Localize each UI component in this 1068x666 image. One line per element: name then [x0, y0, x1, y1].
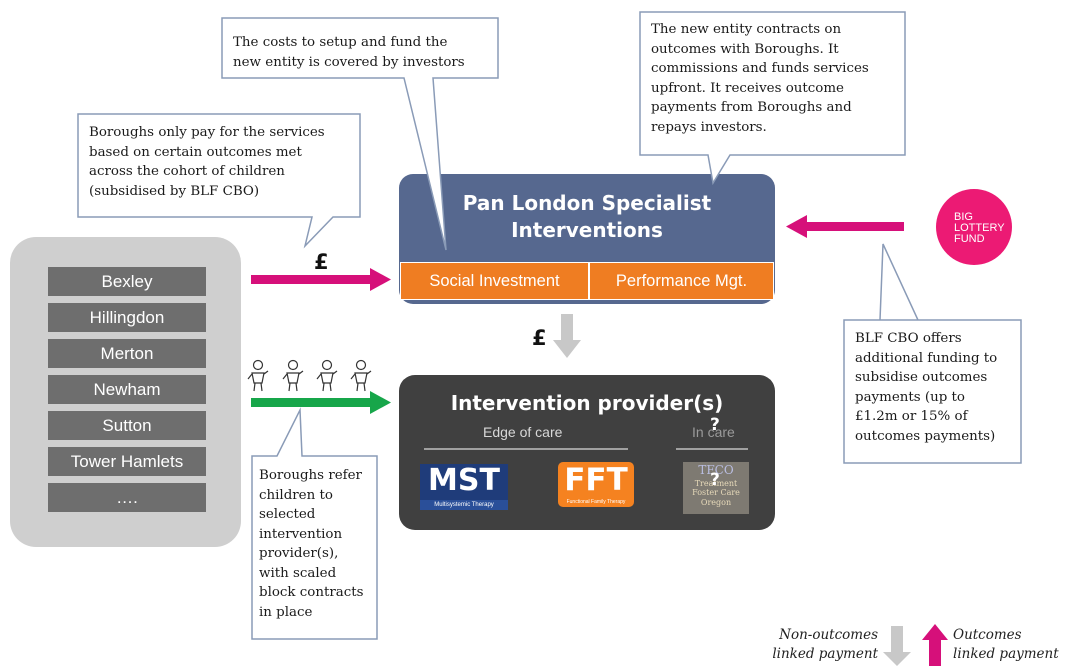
- fft-logo: [558, 462, 634, 507]
- callout-investors: The costs to setup and fund the new enti…: [233, 35, 465, 70]
- blf-logo-line-2: LOTTERY: [954, 222, 1005, 234]
- child-figure-icon: [247, 359, 269, 392]
- funding-down-arrow: [553, 314, 581, 358]
- blf-logo-line-3: FUND: [954, 233, 985, 245]
- legend-outcomes: Outcomes linked payment: [953, 627, 1059, 662]
- callout-entity: The new entity contracts on outcomes wit…: [651, 22, 869, 135]
- legend-outcomes-arrow: [922, 624, 948, 666]
- callout-refer: Boroughs refer children to selected inte…: [259, 468, 364, 620]
- blf-logo-line-1: BIG: [954, 211, 973, 223]
- outcome-payment-arrow: [251, 268, 391, 291]
- edge-of-care-label: Edge of care: [483, 424, 563, 440]
- legend-non-outcomes: Non-outcomes linked payment: [772, 627, 878, 662]
- children-figures: [247, 359, 372, 392]
- borough-item: Bexley: [48, 267, 206, 296]
- mst-logo: [420, 464, 508, 510]
- callout-entity-shape: [639, 11, 906, 186]
- fft-logo-text: FFT: [564, 462, 628, 498]
- provider-title: Intervention provider(s): [450, 391, 724, 415]
- question-mark-bottom: ?: [710, 470, 720, 490]
- blf-funding-arrow: [786, 215, 904, 238]
- callout-boroughs-pay: Boroughs only pay for the services based…: [89, 125, 325, 199]
- question-mark-top: ?: [710, 415, 720, 435]
- performance-mgt-tab: Performance Mgt.: [589, 262, 774, 300]
- callout-blf-shape: [843, 243, 1022, 464]
- pound-icon: £: [314, 250, 329, 274]
- borough-item: Tower Hamlets: [48, 447, 206, 476]
- pan-london-title: Pan London Specialist Interventions: [462, 191, 712, 242]
- child-figure-icon: [282, 359, 304, 392]
- borough-item: Merton: [48, 339, 206, 368]
- borough-item: Newham: [48, 375, 206, 404]
- mst-logo-text: MST: [428, 463, 500, 498]
- blf-logo-text: BIG LOTTERY FUND: [954, 212, 1005, 245]
- fft-logo-sub: Functional Family Therapy: [566, 499, 626, 505]
- big-lottery-fund-logo: [936, 189, 1012, 265]
- callout-boroughs-pay-shape: [77, 113, 361, 249]
- tfco-logo: [683, 462, 749, 514]
- borough-item: ….: [48, 483, 206, 512]
- referral-arrow: [251, 391, 391, 414]
- callout-refer-shape: [251, 407, 378, 640]
- borough-item: Sutton: [48, 411, 206, 440]
- child-figure-icon: [316, 359, 338, 392]
- mst-logo-sub: Multisystemic Therapy: [434, 502, 494, 508]
- tfco-logo-sub-1: Treatment: [694, 479, 738, 488]
- callout-blf: BLF CBO offers additional funding to sub…: [855, 331, 998, 444]
- legend-non-outcomes-arrow: [883, 626, 911, 666]
- in-care-label: In care: [692, 424, 735, 440]
- social-investment-tab: Social Investment: [400, 262, 589, 300]
- callout-investors-shape: [221, 17, 499, 251]
- borough-item: Hillingdon: [48, 303, 206, 332]
- tfco-logo-sub-2: Foster Care: [692, 488, 740, 497]
- pound-icon: £: [532, 326, 547, 350]
- child-figure-icon: [350, 359, 372, 392]
- tfco-logo-sub-3: Oregon: [700, 498, 732, 507]
- tfco-logo-text: TFCO: [698, 463, 734, 477]
